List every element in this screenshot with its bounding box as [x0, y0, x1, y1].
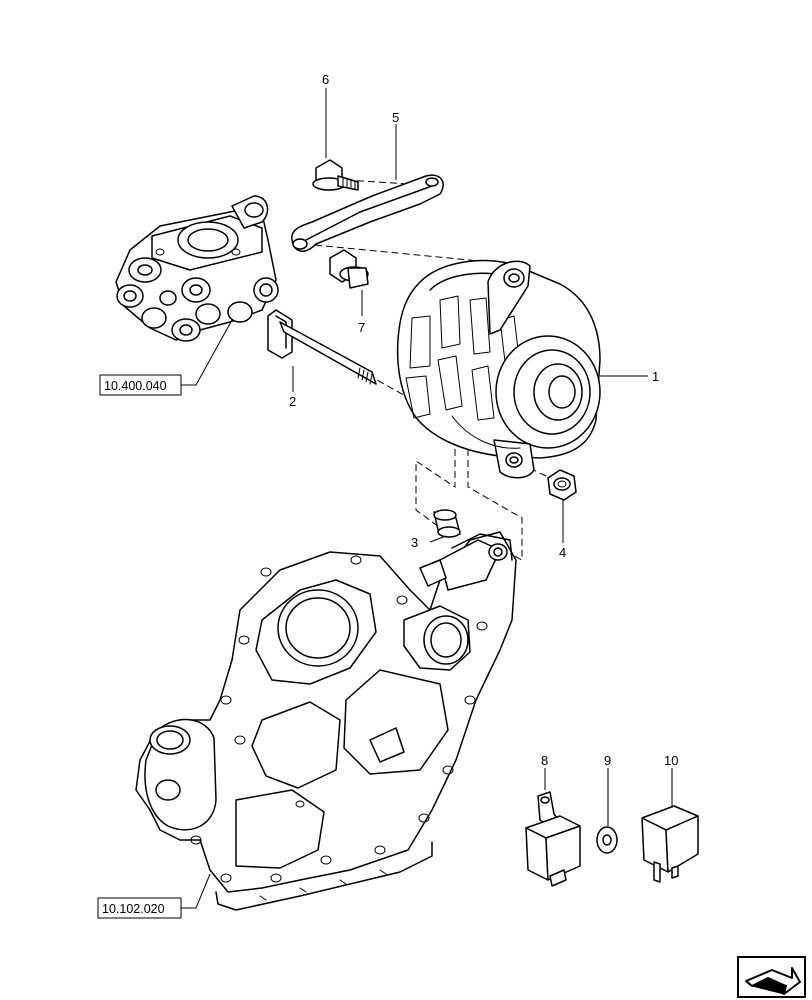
- part-10-relay: [641, 805, 699, 883]
- next-page-arrow-icon[interactable]: [737, 956, 806, 998]
- part-2-long-bolt: [267, 309, 377, 385]
- callout-labels: 1 2 3 4 5 6 7 8 9 10: [289, 72, 678, 768]
- callout-10: 10: [664, 753, 678, 768]
- callout-9: 9: [604, 753, 611, 768]
- callout-3: 3: [411, 535, 418, 550]
- callout-1: 1: [652, 369, 659, 384]
- thermostat-housing: [115, 195, 279, 342]
- callout-8: 8: [541, 753, 548, 768]
- part-7-bolt: [329, 249, 369, 289]
- reference-box-bottom[interactable]: 10.102.020: [97, 897, 182, 919]
- timing-gear-cover: [135, 531, 517, 911]
- part-6-bolt: [312, 159, 359, 191]
- part-5-bracket: [291, 174, 444, 252]
- callout-6: 6: [322, 72, 329, 87]
- callout-5: 5: [392, 110, 399, 125]
- part-9-washer: [596, 826, 618, 854]
- callout-7: 7: [358, 320, 365, 335]
- part-4-nut: [547, 469, 577, 501]
- reference-label-bottom: 10.102.020: [102, 902, 165, 916]
- reference-label-top: 10.400.040: [104, 379, 167, 393]
- part-1-alternator: [396, 259, 601, 479]
- reference-box-top[interactable]: 10.400.040: [99, 374, 182, 396]
- callout-2: 2: [289, 394, 296, 409]
- callout-4: 4: [559, 545, 566, 560]
- part-3-spacer: [433, 509, 461, 538]
- part-8-relay-bracket: [525, 791, 581, 887]
- callout-leaders: [181, 88, 673, 909]
